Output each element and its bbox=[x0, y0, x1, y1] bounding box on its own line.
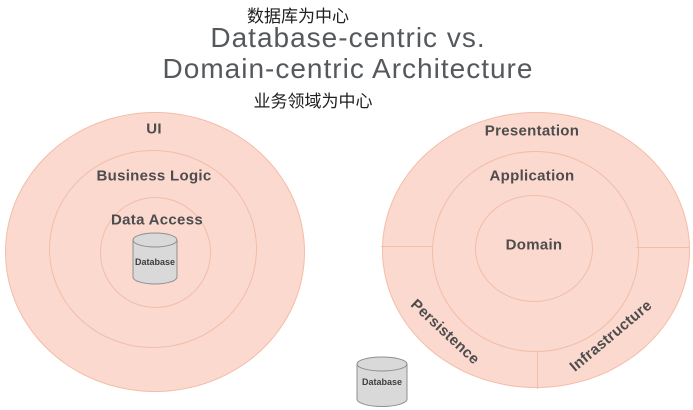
right-ring-label-application: Application bbox=[489, 167, 575, 185]
cylinder-body bbox=[356, 364, 408, 407]
left-ring-label-ui: UI bbox=[146, 120, 162, 138]
page-title: Database-centric vs. Domain-centric Arch… bbox=[163, 22, 534, 84]
right-ring-label-presentation: Presentation bbox=[484, 122, 580, 140]
right-ring-divider-left bbox=[381, 246, 433, 247]
left-database-cylinder-label: Database bbox=[135, 257, 175, 267]
right-ring-label-domain: Domain bbox=[505, 236, 563, 254]
title-line-1: Database-centric vs. bbox=[210, 22, 486, 53]
cylinder-top bbox=[356, 356, 408, 372]
left-ring-label-data-access: Data Access bbox=[111, 211, 203, 229]
right-inner-ring bbox=[475, 195, 593, 302]
right-database-cylinder-icon: Database bbox=[356, 356, 408, 407]
right-ring-divider-right bbox=[636, 247, 689, 248]
left-middle-ring bbox=[49, 150, 257, 348]
cylinder-body bbox=[132, 240, 178, 285]
right-ring-divider-bottom bbox=[537, 352, 538, 389]
left-ring-label-business-logic: Business Logic bbox=[96, 167, 212, 185]
database-centric-zh-label: 数据库为中心 bbox=[247, 7, 349, 26]
left-database-cylinder-icon: Database bbox=[132, 232, 178, 285]
domain-centric-zh-label: 业务领域为中心 bbox=[253, 92, 373, 111]
right-database-cylinder-label: Database bbox=[362, 377, 402, 387]
cylinder-top bbox=[132, 232, 178, 248]
title-line-2: Domain-centric Architecture bbox=[162, 53, 534, 84]
